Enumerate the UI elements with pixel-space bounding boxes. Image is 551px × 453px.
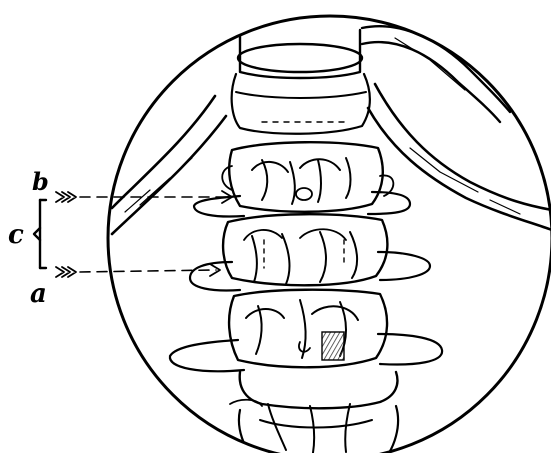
vertebra-level-b (194, 142, 410, 216)
right-rib (368, 84, 551, 230)
bracket-c (34, 200, 46, 268)
left-rib (112, 96, 226, 234)
vertebra-bottom (230, 372, 398, 453)
field-of-view-circle (108, 16, 551, 453)
top-vertebral-body (232, 30, 370, 134)
hatched-area (322, 332, 344, 360)
label-b: b (32, 167, 49, 196)
label-c: c (8, 220, 24, 250)
vertebra-lower (170, 290, 442, 372)
arrow-a (56, 264, 220, 277)
label-a: a (30, 279, 47, 309)
upper-right-rib (362, 26, 510, 122)
vertebra-level-a (190, 214, 430, 290)
